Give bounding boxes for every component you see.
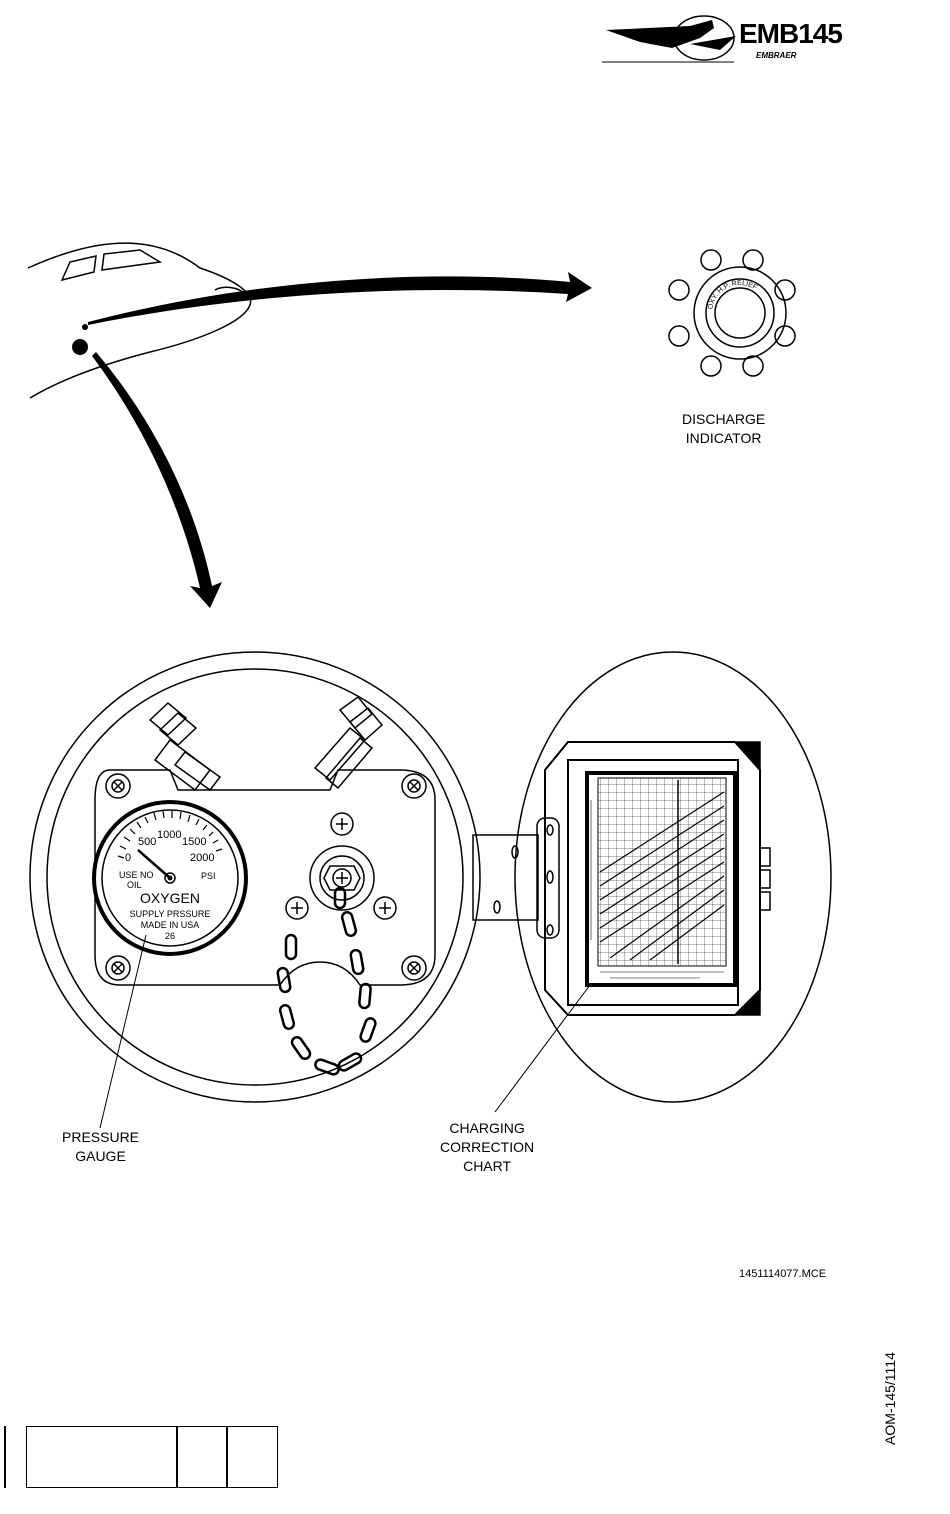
logo-text: EMB145 bbox=[739, 18, 842, 50]
pressure-gauge-label-line2: GAUGE bbox=[62, 1147, 139, 1166]
pressure-gauge-label-line1: PRESSURE bbox=[62, 1128, 139, 1147]
relief-disk-text: OXY. H.P. RELIEF bbox=[707, 280, 758, 310]
gauge-warning-line1: USE NO bbox=[119, 870, 154, 880]
logo-subtext: EMBRAER bbox=[756, 51, 796, 60]
service-port-marker bbox=[72, 339, 88, 355]
charging-chart-label-line1: CHARGING bbox=[440, 1119, 534, 1138]
gauge-unit: PSI bbox=[201, 871, 216, 881]
revision-cell-right bbox=[226, 1426, 278, 1488]
revision-cell-middle bbox=[176, 1426, 228, 1488]
figure-reference: 1451114077.MCE bbox=[739, 1268, 826, 1280]
revision-cell-main bbox=[26, 1426, 178, 1488]
chain bbox=[277, 888, 377, 1076]
aircraft-nose bbox=[28, 243, 251, 398]
gauge-scale-0: 0 bbox=[125, 852, 131, 864]
gauge-code: 26 bbox=[165, 931, 175, 941]
gauge-title: OXYGEN bbox=[140, 890, 200, 906]
gauge-scale-1000: 1000 bbox=[157, 829, 181, 841]
document-code: AOM-145/1114 bbox=[882, 1352, 898, 1445]
gauge-scale-2000: 2000 bbox=[190, 852, 214, 864]
pressure-gauge-label: PRESSURE GAUGE bbox=[62, 1128, 139, 1166]
discharge-port-marker bbox=[82, 324, 88, 330]
arrow-to-panel bbox=[92, 352, 222, 608]
discharge-indicator bbox=[669, 250, 795, 376]
charging-chart-label-line3: CHART bbox=[440, 1157, 534, 1176]
gauge-subtitle: SUPPLY PRSSURE bbox=[130, 909, 211, 919]
gauge-warning-line2: OIL bbox=[127, 880, 142, 890]
cap-icon bbox=[286, 846, 374, 919]
fitting-left bbox=[150, 703, 220, 790]
charging-chart-label-line2: CORRECTION bbox=[440, 1138, 534, 1157]
hinge bbox=[473, 818, 559, 938]
gauge-origin: MADE IN USA bbox=[141, 920, 200, 930]
aircraft-logo-icon bbox=[602, 16, 736, 62]
discharge-indicator-label-line2: INDICATOR bbox=[682, 429, 765, 448]
discharge-indicator-label: DISCHARGE INDICATOR bbox=[682, 410, 765, 448]
panel-frame bbox=[30, 652, 480, 1102]
gauge-scale-500: 500 bbox=[138, 836, 156, 848]
gauge-scale-1500: 1500 bbox=[182, 836, 206, 848]
charging-correction-chart bbox=[568, 760, 738, 1005]
arrow-to-indicator bbox=[88, 272, 592, 325]
gauge-scale: 0 500 1000 1500 2000 bbox=[125, 829, 214, 864]
discharge-indicator-label-line1: DISCHARGE bbox=[682, 410, 765, 429]
charging-chart-label: CHARGING CORRECTION CHART bbox=[440, 1119, 534, 1176]
fitting-right bbox=[315, 697, 382, 788]
revision-bar bbox=[4, 1426, 6, 1488]
